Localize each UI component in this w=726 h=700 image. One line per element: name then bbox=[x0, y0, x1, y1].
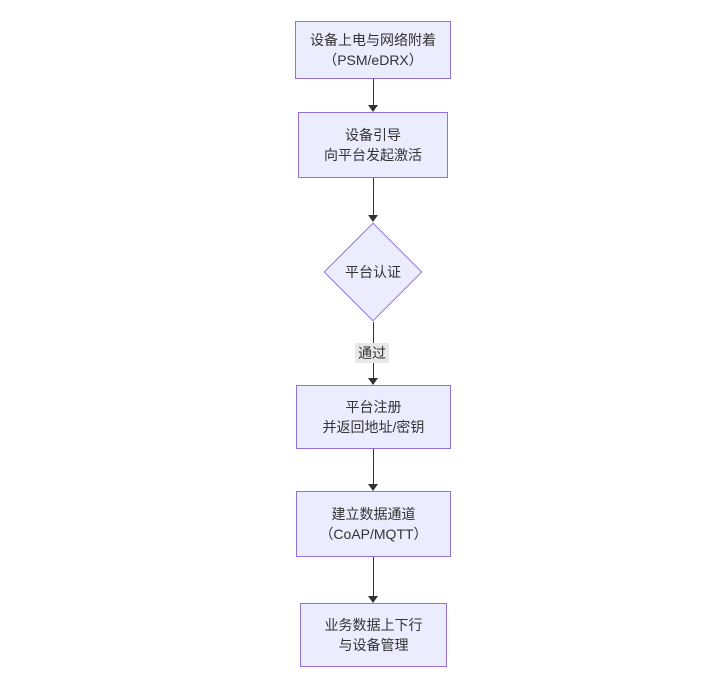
flow-node-data-channel: 建立数据通道 （CoAP/MQTT） bbox=[296, 491, 451, 557]
node-label-line: 业务数据上下行 bbox=[324, 617, 423, 633]
node-label-line: 与设备管理 bbox=[338, 637, 409, 653]
node-label-line: 设备引导 bbox=[345, 127, 401, 143]
node-label-line: 并返回地址/密钥 bbox=[322, 419, 425, 435]
flow-node-platform-auth: 平台认证 bbox=[322, 222, 424, 322]
edge-line-1 bbox=[373, 79, 374, 106]
edge-line-2 bbox=[373, 178, 374, 216]
node-label-line: 建立数据通道 bbox=[331, 506, 416, 522]
node-label-line: 平台注册 bbox=[345, 399, 402, 415]
edge-line-4 bbox=[373, 449, 374, 485]
arrowhead-icon bbox=[368, 105, 378, 112]
node-label-line: 向平台发起激活 bbox=[324, 147, 422, 163]
node-label-line: （PSM/eDRX） bbox=[323, 52, 423, 68]
arrowhead-icon bbox=[368, 215, 378, 222]
flow-node-power-attach: 设备上电与网络附着 （PSM/eDRX） bbox=[295, 21, 451, 79]
flow-node-business-data: 业务数据上下行 与设备管理 bbox=[300, 603, 447, 667]
arrowhead-icon bbox=[368, 484, 378, 491]
flow-node-bootstrap-activate: 设备引导 向平台发起激活 bbox=[298, 112, 448, 178]
arrowhead-icon bbox=[368, 378, 378, 385]
arrowhead-icon bbox=[368, 596, 378, 603]
edge-line-5 bbox=[373, 557, 374, 597]
node-label-line: 平台认证 bbox=[345, 264, 401, 280]
node-label-line: 设备上电与网络附着 bbox=[310, 32, 436, 48]
edge-label-pass: 通过 bbox=[355, 343, 389, 363]
node-label-line: （CoAP/MQTT） bbox=[319, 526, 428, 542]
flow-node-platform-register: 平台注册 并返回地址/密钥 bbox=[296, 385, 451, 449]
